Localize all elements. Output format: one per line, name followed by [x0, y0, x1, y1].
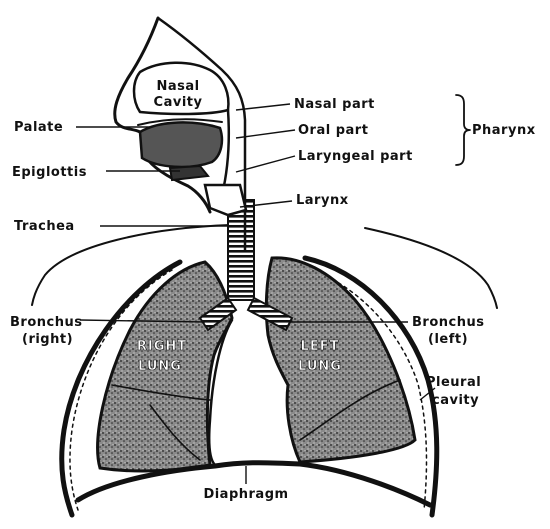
palate-label: Palate: [14, 120, 63, 135]
pharynx-brace: [456, 95, 470, 165]
nasal-part-label: Nasal part: [294, 97, 375, 112]
body-contour-right: [365, 228, 497, 308]
bronchus-right-label-2: (right): [22, 332, 73, 347]
oral-part-label: Oral part: [298, 123, 368, 138]
bronchus-left-label-2: (left): [428, 332, 468, 347]
epiglottis-label: Epiglottis: [12, 165, 87, 180]
bronchus-right-label-1: Bronchus: [10, 315, 82, 330]
larynx-label: Larynx: [296, 193, 349, 208]
pharynx-label: Pharynx: [472, 123, 536, 138]
pleural-cavity-label-1: Pleural: [426, 375, 481, 390]
pharynx-wall: [222, 110, 229, 195]
epiglottis-shape: [170, 166, 208, 180]
left-lung-label-2: LUNG: [298, 359, 342, 374]
trachea-label: Trachea: [14, 219, 75, 234]
tongue: [140, 122, 222, 167]
pleural-cavity-label-2: cavity: [432, 393, 479, 408]
right-lung-label-1: RIGHT: [137, 339, 187, 354]
larynx-shape: [205, 185, 246, 215]
laryngeal-part-label: Laryngeal part: [298, 149, 413, 164]
diaphragm-label: Diaphragm: [203, 487, 288, 502]
nasal-cavity-label-1: Nasal: [156, 79, 199, 94]
right-lung-label-2: LUNG: [138, 359, 182, 374]
left-lung-label-1: LEFT: [301, 339, 340, 354]
nasal-cavity-label-2: Cavity: [154, 95, 203, 110]
bronchus-left-label-1: Bronchus: [412, 315, 484, 330]
